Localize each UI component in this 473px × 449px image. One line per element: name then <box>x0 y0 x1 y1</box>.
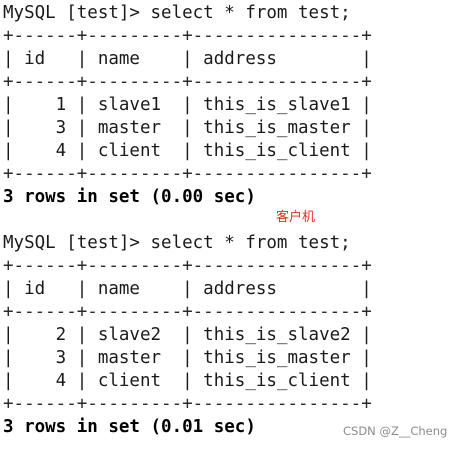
table-border-mid-2: +------+---------+----------------+ <box>3 302 372 322</box>
table-row: | 4 | client | this_is_client | <box>3 371 372 391</box>
table-border-mid-1: +------+---------+----------------+ <box>3 72 372 92</box>
table-border-bottom-1: +------+---------+----------------+ <box>3 164 372 184</box>
mysql-prompt-1: MySQL [test]> select * from test; <box>3 3 351 23</box>
table-row: | 1 | slave1 | this_is_slave1 | <box>3 95 372 115</box>
table-row: | 4 | client | this_is_client | <box>3 141 372 161</box>
table-row: | 2 | slave2 | this_is_slave2 | <box>3 325 372 345</box>
table-border-top-1: +------+---------+----------------+ <box>3 26 372 46</box>
table-border-top-2: +------+---------+----------------+ <box>3 256 372 276</box>
csdn-watermark: CSDN @Z__Cheng <box>343 424 448 438</box>
client-annotation-label: 客户机 <box>276 210 316 225</box>
mysql-prompt-2: MySQL [test]> select * from test; <box>3 233 351 253</box>
result-summary-2: 3 rows in set (0.01 sec) <box>3 417 256 437</box>
table-header-2: | id | name | address | <box>3 279 372 299</box>
table-row: | 3 | master | this_is_master | <box>3 348 372 368</box>
result-summary-1: 3 rows in set (0.00 sec) <box>3 187 256 207</box>
table-header-1: | id | name | address | <box>3 49 372 69</box>
table-row: | 3 | master | this_is_master | <box>3 118 372 138</box>
table-border-bottom-2: +------+---------+----------------+ <box>3 394 372 414</box>
